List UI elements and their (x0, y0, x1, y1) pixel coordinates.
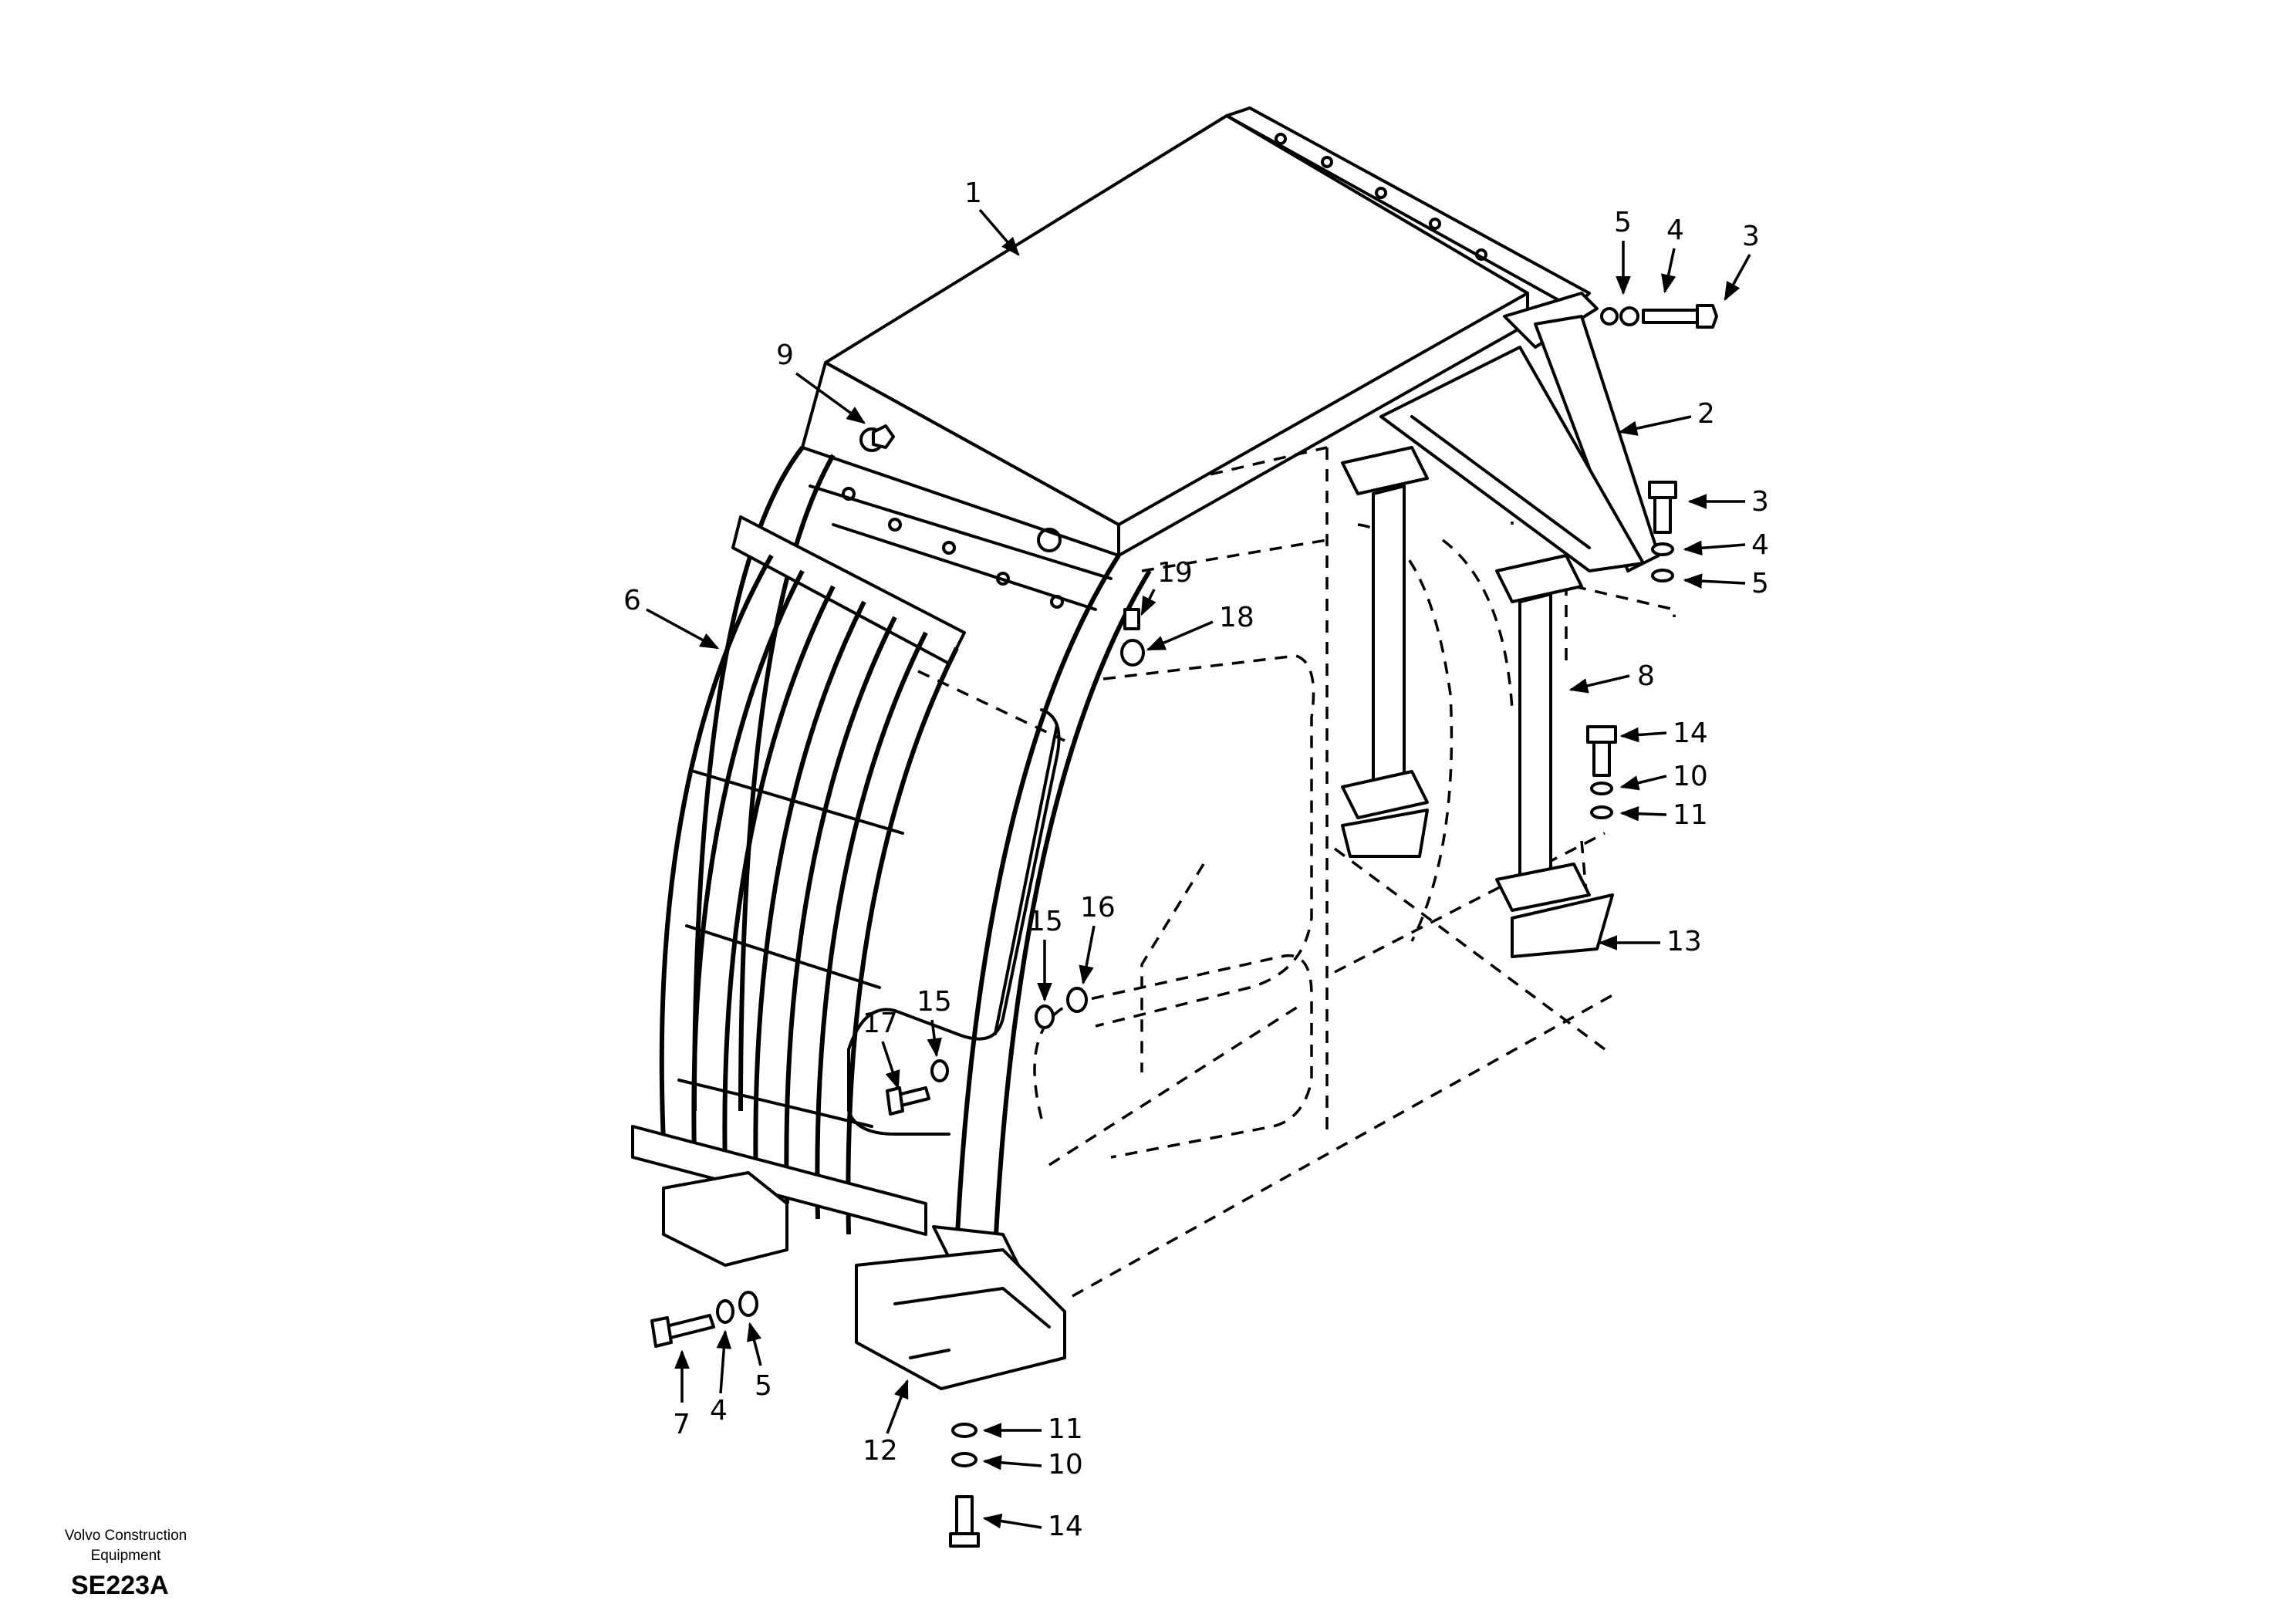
callout-17: 17 (863, 1008, 898, 1039)
callout-6: 6 (623, 585, 641, 616)
callout-14: 14 (1048, 1511, 1083, 1542)
callout-9: 9 (776, 339, 794, 371)
callout-8: 8 (1637, 660, 1655, 692)
callout-13: 13 (1666, 926, 1702, 957)
leader-arrows (646, 208, 1751, 1529)
brand-caption: Volvo Construction Equipment (37, 1526, 214, 1566)
callout-5: 5 (1751, 568, 1769, 599)
side-pipe (847, 708, 1061, 1136)
rear-leg-frame (1379, 315, 1660, 572)
callout-10: 10 (1048, 1449, 1083, 1481)
callout-14: 14 (1673, 717, 1708, 749)
callout-15: 15 (1028, 906, 1063, 937)
callout-labels: 1 2 3 4 5 3 4 5 6 7 4 5 8 9 10 11 14 13 … (623, 177, 1769, 1542)
rear-post-upper (1341, 446, 1429, 819)
hardware-bottom-center (949, 1423, 980, 1548)
callout-4: 4 (710, 1395, 728, 1426)
hardware-top-right (1600, 304, 1718, 329)
callout-2: 2 (1697, 398, 1715, 430)
callout-5: 5 (755, 1370, 772, 1402)
callout-1: 1 (964, 177, 982, 209)
hardware-middle (872, 424, 1145, 1116)
drawing-code: SE223A (71, 1571, 169, 1600)
brand-line-1: Volvo Construction (64, 1528, 187, 1544)
callout-16: 16 (1080, 892, 1116, 923)
rear-post-lower (1495, 554, 1591, 912)
brand-line-2: Equipment (90, 1548, 161, 1564)
callout-18: 18 (1219, 602, 1254, 633)
front-arch-frame (692, 446, 1152, 1267)
callout-11: 11 (1673, 799, 1708, 831)
callout-10: 10 (1673, 761, 1708, 792)
callout-11: 11 (1048, 1413, 1083, 1445)
callout-19: 19 (1157, 557, 1193, 589)
callout-5: 5 (1614, 207, 1632, 238)
callout-12: 12 (863, 1435, 898, 1467)
callout-3: 3 (1751, 486, 1769, 518)
hardware-right-column (1586, 481, 1677, 819)
callout-4: 4 (1666, 214, 1684, 246)
hardware-front-left (650, 1291, 758, 1348)
callout-15: 15 (917, 986, 952, 1018)
rear-floor-plate (1341, 809, 1614, 958)
roof-panel (801, 114, 1529, 557)
callout-7: 7 (673, 1409, 690, 1440)
callout-4: 4 (1751, 529, 1769, 561)
callout-3: 3 (1742, 221, 1760, 252)
front-grille-guard (631, 515, 966, 1236)
front-mount-bracket (662, 1171, 1066, 1390)
